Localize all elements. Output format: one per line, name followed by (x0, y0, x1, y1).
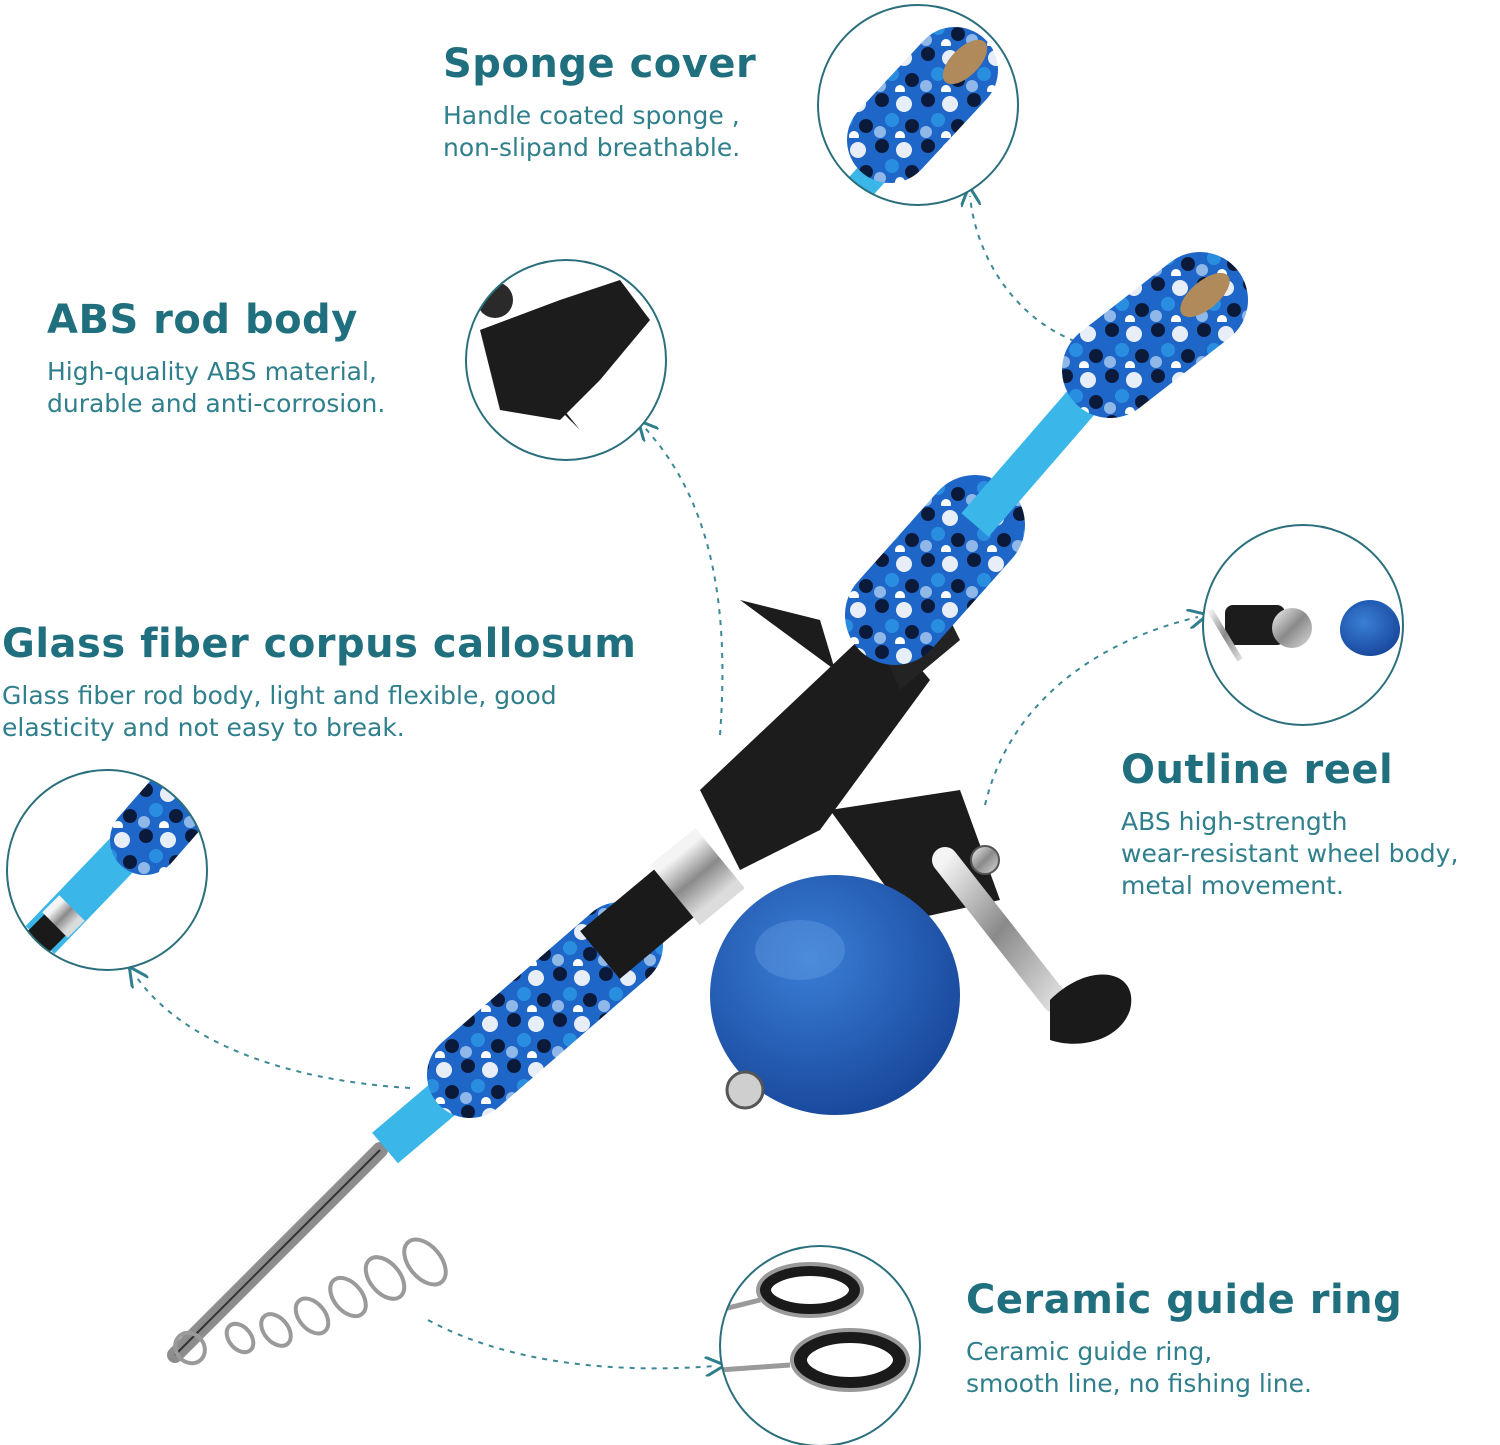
connector-lines (135, 196, 1198, 1368)
rod-rear-grip (845, 475, 1025, 665)
feature-description: Ceramic guide ring, smooth line, no fish… (966, 1337, 1312, 1398)
feature-title: Outline reel (1121, 747, 1394, 793)
rod-fore-grip (427, 902, 663, 1118)
connector-sponge (970, 196, 1086, 346)
feature-title: ABS rod body (47, 297, 358, 343)
feature-abs-rod-body: ABS rod body High-quality ABS material, … (47, 298, 385, 420)
feature-description: Handle coated sponge , non-slipand breat… (443, 101, 741, 162)
abs-trigger-grip-closeup-icon (465, 259, 667, 461)
feature-description: High-quality ABS material, durable and a… (47, 357, 386, 418)
reel-cover (710, 875, 960, 1115)
spincast-reel-closeup-icon (1202, 524, 1404, 726)
spincast-reel (710, 790, 1132, 1115)
reel-crank-handle (1050, 974, 1132, 1044)
guide-rings (173, 1237, 448, 1366)
feature-ceramic-guide-ring: Ceramic guide ring Ceramic guide ring, s… (966, 1278, 1402, 1400)
rod-abs-body (700, 620, 930, 870)
feature-sponge-cover: Sponge cover Handle coated sponge , non-… (443, 42, 756, 164)
connector-guide (427, 1319, 715, 1368)
guide-ring-closeup-icon (719, 1245, 921, 1445)
connector-glassfiber (135, 975, 411, 1089)
foam-handle-closeup-icon (817, 4, 1019, 206)
feature-description: ABS high-strength wear-resistant wheel b… (1121, 807, 1459, 900)
feature-outline-reel: Outline reel ABS high-strength wear-resi… (1121, 748, 1458, 902)
feature-title: Sponge cover (443, 41, 757, 87)
fishing-rod (167, 252, 1248, 1366)
feature-glass-fiber: Glass fiber corpus callosum Glass fiber … (2, 622, 636, 744)
feature-description: Glass fiber rod body, light and flexible… (2, 681, 557, 742)
feature-title: Glass fiber corpus callosum (2, 621, 637, 667)
connector-abs (645, 428, 724, 736)
glass-fiber-blank-closeup-icon (6, 769, 208, 971)
feature-title: Ceramic guide ring (966, 1277, 1403, 1323)
